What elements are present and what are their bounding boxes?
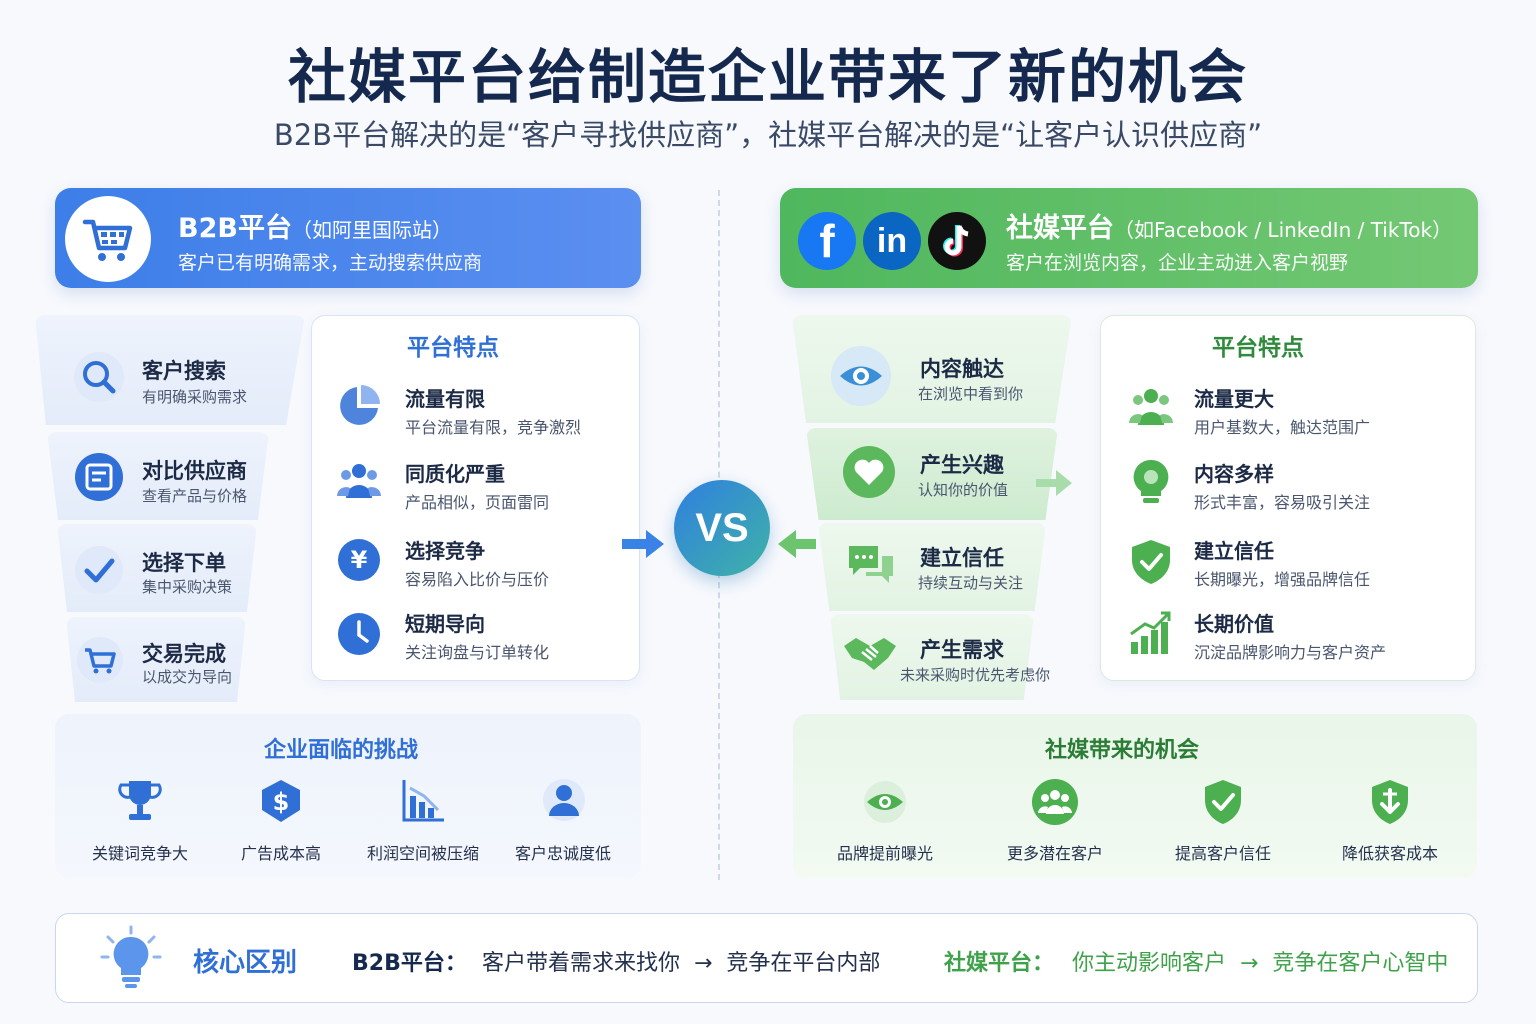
b2b-feature-desc-3: 容易陷入比价与压价 [405,570,550,589]
b2b-funnel-title-2: 对比供应商 [142,459,247,483]
tiktok-icon [928,212,986,270]
b2b-funnel-desc-3: 集中采购决策 [142,578,233,596]
challenges-title: 企业面临的挑战 [264,738,419,763]
social-header-title: 社媒平台（如Facebook / LinkedIn / TikTok） [1006,213,1453,244]
yen-coin-icon: ¥ [338,539,380,581]
b2b-feature-desc-2: 产品相似，页面雷同 [405,493,550,512]
social-features-title: 平台特点 [1212,335,1304,361]
social-feature-desc-3: 长期曝光，增强品牌信任 [1194,570,1371,589]
core-b2b-label: B2B平台： [352,951,467,976]
social-funnel-title-3: 建立信任 [920,546,1004,570]
page-title: 社媒平台给制造企业带来了新的机会 [287,43,1248,111]
social-funnel-desc-1: 在浏览中看到你 [918,385,1024,403]
social-feature-title-2: 内容多样 [1194,462,1274,486]
b2b-funnel-desc-1: 有明确采购需求 [142,388,248,406]
core-label: 核心区别 [193,948,298,978]
dollar-tag-icon: $ [262,780,300,822]
social-funnel-desc-4: 未来采购时优先考虑你 [900,666,1051,684]
shopping-cart-icon [77,637,123,683]
opportunity-item-2: 更多潜在客户 [1006,844,1103,863]
social-funnel-desc-2: 认知你的价值 [918,481,1009,499]
social-feature-title-1: 流量更大 [1194,387,1274,411]
growth-chart-icon [1130,611,1171,654]
social-feature-desc-1: 用户基数大，触达范围广 [1194,418,1371,437]
svg-text:¥: ¥ [351,546,368,574]
community-icon [1032,779,1078,825]
social-funnel-title-2: 产生兴趣 [920,453,1004,477]
svg-text:$: $ [273,788,290,816]
social-feature-desc-4: 沉淀品牌影响力与客户资产 [1194,643,1387,662]
b2b-header-title: B2B平台（如阿里国际站） [178,213,452,244]
b2b-feature-desc-4: 关注询盘与订单转化 [405,643,550,662]
eye-icon [831,346,891,406]
challenge-item-2: 广告成本高 [240,844,321,863]
challenge-item-4: 客户忠诚度低 [514,844,611,863]
b2b-funnel-title-4: 交易完成 [142,642,226,666]
users-icon [337,464,381,498]
opportunity-item-4: 降低获客成本 [1341,844,1438,863]
trophy-icon [118,781,162,820]
core-difference-bar [55,913,1478,1003]
trust-shield-icon [1205,780,1241,824]
heart-icon [843,446,895,498]
social-feature-title-4: 长期价值 [1194,612,1274,636]
pie-chart-icon [340,385,380,425]
lightbulb-icon [1133,459,1169,503]
arrow-left-icon [778,530,816,558]
core-social-label: 社媒平台： [944,951,1055,976]
vs-badge: VS [674,480,770,576]
b2b-funnel-title-3: 选择下单 [142,551,226,575]
facebook-icon: f [798,212,856,270]
cost-down-icon [1372,780,1408,824]
social-funnel-title-1: 内容触达 [920,357,1004,381]
check-icon [75,546,123,594]
user-icon [543,779,585,821]
handshake-icon [844,638,896,670]
shield-check-icon [1132,540,1170,584]
b2b-header: B2B平台（如阿里国际站） 客户已有明确需求，主动搜索供应商 [55,188,641,288]
b2b-funnel-title-1: 客户搜索 [142,359,226,383]
opportunities-panel [793,714,1477,878]
b2b-header-subtitle: 客户已有明确需求，主动搜索供应商 [178,252,483,274]
social-header-note: （如Facebook / LinkedIn / TikTok） [1114,218,1453,242]
core-social-text: 你主动影响客户 → 竞争在客户心智中 [1072,951,1449,976]
chat-bubbles-icon [849,546,893,583]
b2b-feature-title-3: 选择竞争 [405,539,485,563]
b2b-header-note: （如阿里国际站） [291,218,452,242]
b2b-funnel-desc-2: 查看产品与价格 [142,487,248,505]
social-funnel-desc-3: 持续互动与关注 [918,574,1024,592]
declining-chart-icon [402,780,444,822]
group-icon [1129,389,1173,425]
social-funnel-title-4: 产生需求 [920,638,1004,662]
b2b-feature-title-1: 流量有限 [405,387,485,411]
cart-icon [65,196,151,282]
social-feature-title-3: 建立信任 [1194,539,1274,563]
arrow-right-small-icon [1036,470,1072,496]
b2b-feature-title-2: 同质化严重 [405,462,505,486]
b2b-funnel-desc-4: 以成交为导向 [142,668,233,686]
eye-opportunity-icon [864,781,906,823]
opportunities-title: 社媒带来的机会 [1045,738,1200,763]
clock-icon [338,613,380,655]
social-feature-desc-2: 形式丰富，容易吸引关注 [1194,493,1371,512]
search-icon [74,352,124,402]
compare-list-icon [75,453,123,501]
opportunity-item-3: 提高客户信任 [1174,844,1271,863]
b2b-feature-title-4: 短期导向 [405,612,485,636]
challenge-item-3: 利润空间被压缩 [366,844,479,863]
b2b-features-title: 平台特点 [407,335,499,361]
challenge-item-1: 关键词竞争大 [91,844,188,863]
idea-bulb-icon [100,925,162,988]
linkedin-icon: in [863,212,921,270]
social-header-subtitle: 客户在浏览内容，企业主动进入客户视野 [1006,252,1349,274]
arrow-right-icon [622,530,664,558]
core-b2b-text: 客户带着需求来找你 → 竞争在平台内部 [482,951,881,976]
opportunity-item-1: 品牌提前曝光 [836,844,933,863]
page-subtitle: B2B平台解决的是“客户寻找供应商”，社媒平台解决的是“让客户认识供应商” [273,118,1263,152]
b2b-feature-desc-1: 平台流量有限，竞争激烈 [405,418,582,437]
